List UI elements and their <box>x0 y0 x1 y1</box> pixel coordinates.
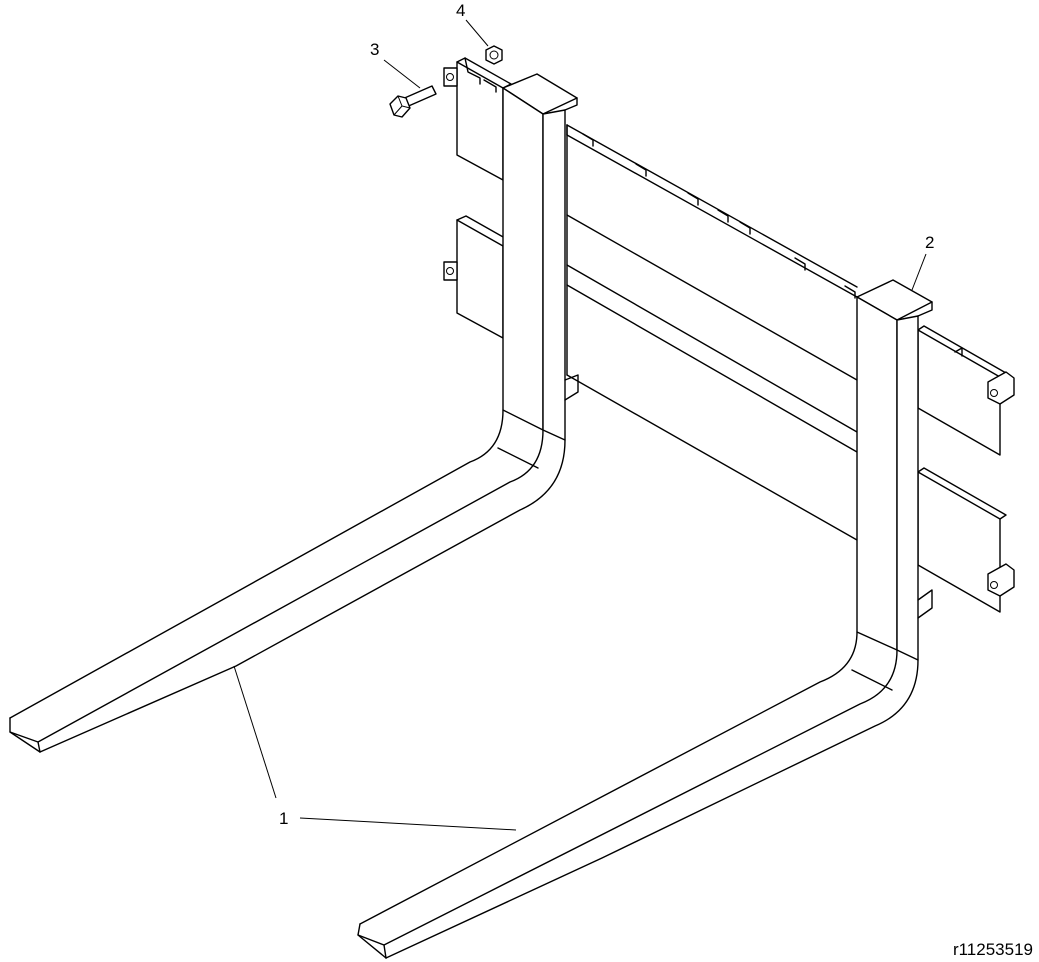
right-fork <box>357 279 933 959</box>
carriage-plate <box>566 124 858 541</box>
callout-3: 3 <box>370 40 379 59</box>
reference-code: r11253519 <box>952 940 1033 959</box>
nut <box>485 45 503 65</box>
bolt <box>389 85 437 118</box>
left-bracket <box>443 57 513 339</box>
left-fork <box>9 73 579 753</box>
callout-4: 4 <box>456 1 465 20</box>
leader-lines <box>233 19 927 831</box>
right-bracket <box>917 325 1015 613</box>
callout-2: 2 <box>925 233 934 252</box>
callout-1: 1 <box>279 809 288 828</box>
